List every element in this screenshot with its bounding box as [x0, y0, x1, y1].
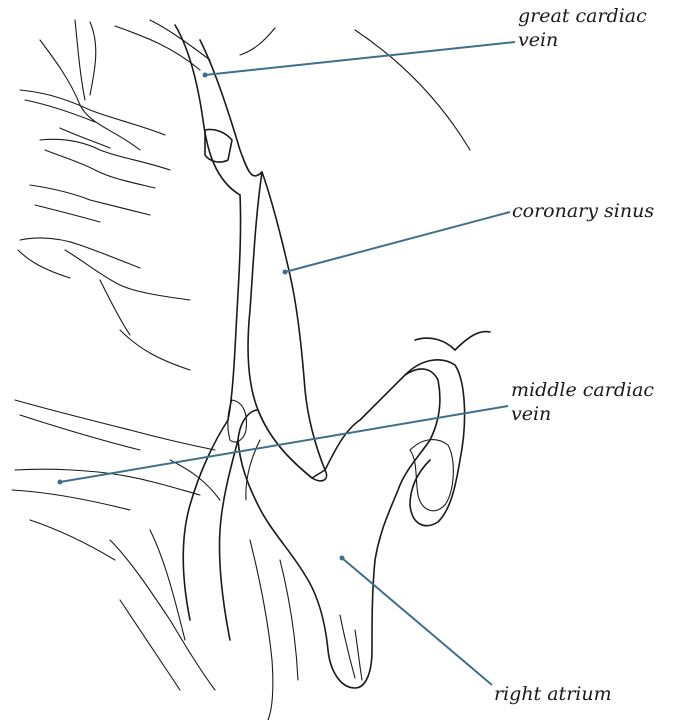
label-great-cardiac-vein-line1: great cardiac	[518, 5, 647, 27]
label-middle-cardiac-vein-line2: vein	[511, 403, 552, 425]
leader-line-great-cardiac-vein	[204, 41, 516, 76]
tributary-branches	[17, 19, 471, 371]
great-cardiac-vein-shape	[174, 24, 263, 196]
leader-line-middle-cardiac-vein	[59, 405, 509, 483]
leader-lines	[57, 41, 516, 686]
leader-line-coronary-sinus	[284, 211, 511, 273]
label-great-cardiac-vein-line2: vein	[518, 29, 559, 51]
label-coronary-sinus-line1: coronary sinus	[512, 200, 655, 222]
middle-cardiac-vein-shape	[11, 399, 299, 720]
label-middle-cardiac-vein: middle cardiac vein	[511, 378, 654, 426]
label-right-atrium: right atrium	[494, 682, 612, 706]
leader-line-right-atrium	[341, 557, 493, 686]
right-atrium-shape	[227, 330, 491, 689]
label-middle-cardiac-vein-line1: middle cardiac	[511, 379, 655, 401]
coronary-sinus-shape	[227, 171, 328, 482]
label-great-cardiac-vein: great cardiac vein	[518, 4, 647, 52]
label-right-atrium-line1: right atrium	[494, 683, 612, 705]
label-coronary-sinus: coronary sinus	[512, 199, 654, 223]
